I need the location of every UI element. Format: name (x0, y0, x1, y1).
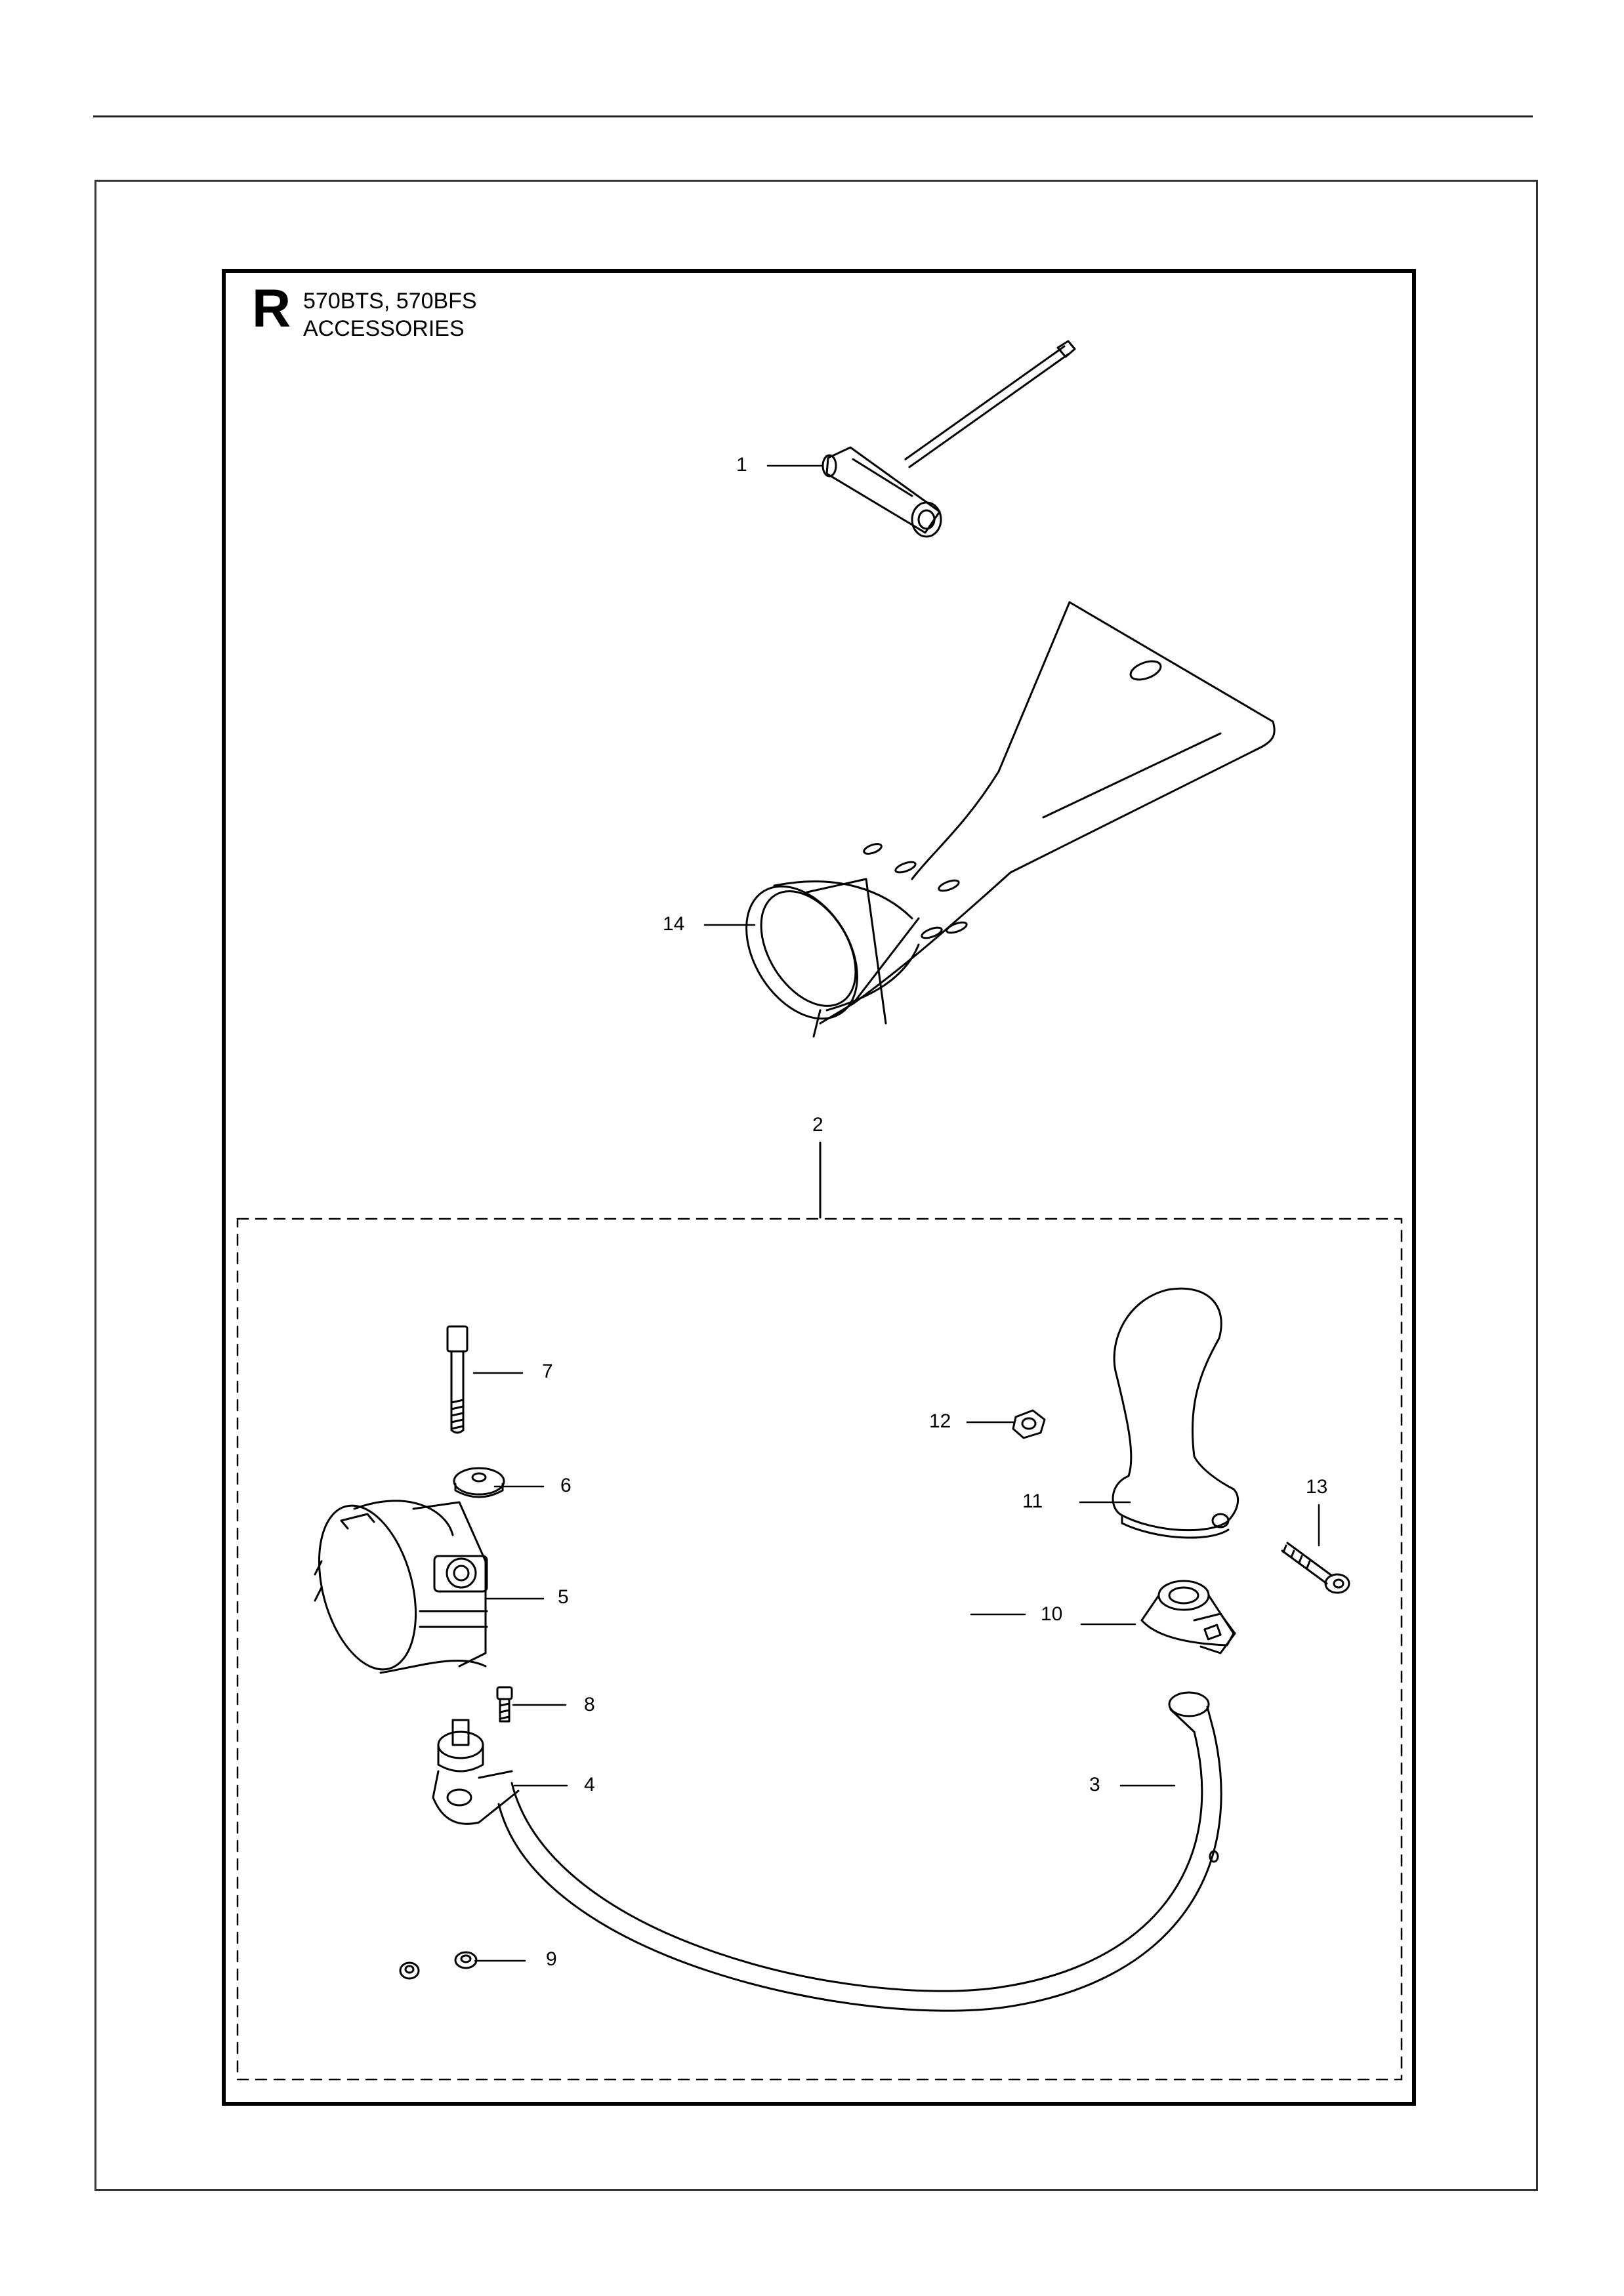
callout-6: 6 (560, 1475, 572, 1496)
callout-4: 4 (584, 1774, 595, 1795)
header-rule (93, 115, 1533, 117)
section-letter: R (252, 279, 291, 338)
callout-12: 12 (929, 1410, 951, 1432)
callout-8: 8 (584, 1694, 595, 1715)
t-wrench-drawing (822, 340, 1076, 538)
callout-14: 14 (663, 913, 685, 935)
washer-drawing (453, 1467, 505, 1498)
leader-lines (472, 464, 1320, 1962)
nozzle-drawing (745, 601, 1276, 1038)
handle-tube-drawing (497, 1691, 1222, 2012)
callout-1: 1 (736, 454, 747, 476)
callout-7: 7 (542, 1361, 553, 1382)
model-names: 570BTS, 570BFS (303, 289, 477, 314)
section-title: 570BTS, 570BFS ACCESSORIES (303, 287, 477, 342)
callout-11: 11 (1022, 1490, 1043, 1512)
nuts-drawing (399, 1951, 478, 1980)
grip-drawing (1112, 1287, 1239, 1539)
callout-3: 3 (1089, 1774, 1100, 1795)
callout-5: 5 (558, 1586, 569, 1608)
callout-2: 2 (812, 1114, 823, 1136)
screw-drawing (1281, 1542, 1350, 1594)
grip-mount-drawing (1140, 1580, 1236, 1654)
kit-group-drawing (236, 1141, 1403, 2081)
clamp-drawing (314, 1500, 488, 1674)
callout-10: 10 (1041, 1603, 1063, 1625)
bolt-drawing (446, 1325, 468, 1434)
callout-9: 9 (546, 1948, 557, 1970)
hex-nut-drawing (1012, 1409, 1046, 1439)
small-screw-drawing (496, 1686, 513, 1723)
callout-13: 13 (1306, 1476, 1328, 1498)
diagram-frame (222, 269, 1416, 2106)
section-name: ACCESSORIES (303, 316, 465, 341)
page-frame (94, 180, 1538, 2191)
handle-bracket-drawing (432, 1719, 520, 1825)
